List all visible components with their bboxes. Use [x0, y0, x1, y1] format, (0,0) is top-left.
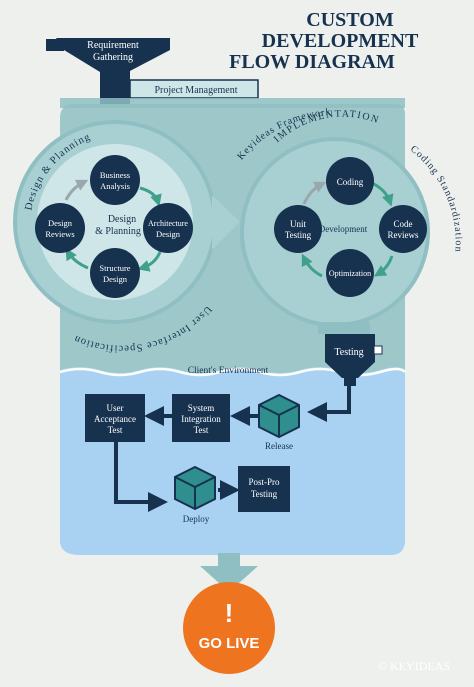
- node-business-analysis: Business Analysis: [90, 155, 140, 205]
- svg-text:Unit: Unit: [290, 219, 307, 229]
- svg-text:CUSTOM: CUSTOM: [306, 9, 394, 31]
- svg-text:Testing: Testing: [285, 230, 312, 240]
- node-architecture-design: Architecture Design: [143, 203, 193, 253]
- deploy-cube-icon: Deploy: [174, 465, 216, 524]
- node-code-reviews: Code Reviews: [379, 205, 427, 253]
- post-pro-testing-box: Post-Pro Testing: [238, 466, 290, 512]
- svg-text:Testing: Testing: [251, 489, 278, 499]
- requirement-label: Requirement: [87, 40, 139, 51]
- client-env-connectors: [114, 386, 351, 512]
- svg-text:DEVELOPMENT: DEVELOPMENT: [262, 30, 419, 52]
- svg-text:Architecture: Architecture: [148, 219, 188, 228]
- svg-text:Reviews: Reviews: [45, 229, 74, 239]
- svg-text:System: System: [188, 403, 215, 413]
- release-label: Release: [265, 441, 293, 451]
- testing-funnel: Testing: [318, 322, 383, 386]
- svg-text:Design: Design: [48, 218, 73, 228]
- svg-text:Analysis: Analysis: [100, 181, 130, 191]
- svg-text:Code: Code: [394, 219, 413, 229]
- node-structure-design: Structure Design: [90, 248, 140, 298]
- development-center: Development: [319, 224, 368, 234]
- design-planning-center: Design: [108, 214, 136, 225]
- svg-text:Integration: Integration: [181, 414, 221, 424]
- node-optimization: Optimization: [326, 249, 374, 297]
- svg-text:Design: Design: [103, 274, 128, 284]
- node-design-reviews: Design Reviews: [35, 203, 85, 253]
- svg-text:Optimization: Optimization: [329, 269, 371, 278]
- go-live-arrow: [200, 553, 258, 592]
- svg-text:User: User: [107, 403, 124, 413]
- svg-text:Gathering: Gathering: [93, 52, 133, 63]
- system-integration-test-box: System Integration Test: [172, 394, 230, 442]
- go-live-badge: ! GO LIVE: [183, 582, 275, 674]
- copyright: © KEYIDEAS: [378, 659, 450, 673]
- deploy-label: Deploy: [183, 514, 210, 524]
- user-acceptance-test-box: User Acceptance Test: [85, 394, 145, 442]
- svg-text:Post-Pro: Post-Pro: [248, 477, 280, 487]
- node-unit-testing: Unit Testing: [274, 205, 322, 253]
- svg-text:Structure: Structure: [99, 263, 130, 273]
- svg-text:Test: Test: [108, 425, 123, 435]
- svg-text:Coding: Coding: [337, 177, 364, 187]
- svg-text:& Planning: & Planning: [95, 226, 141, 237]
- svg-text:Business: Business: [100, 170, 130, 180]
- clients-environment-label: Client's Environment: [188, 366, 269, 376]
- svg-text:Test: Test: [194, 425, 209, 435]
- testing-label: Testing: [334, 347, 363, 358]
- node-coding: Coding: [326, 157, 374, 205]
- alert-icon: !: [225, 598, 234, 628]
- svg-text:FLOW DIAGRAM: FLOW DIAGRAM: [229, 51, 395, 73]
- svg-text:Design: Design: [156, 229, 181, 239]
- page-title: CUSTOM DEVELOPMENT FLOW DIAGRAM: [229, 9, 419, 73]
- svg-text:Reviews: Reviews: [388, 230, 419, 240]
- svg-text:Acceptance: Acceptance: [94, 414, 136, 424]
- project-management-tab: Project Management: [129, 79, 259, 99]
- go-live-label: GO LIVE: [199, 635, 260, 652]
- svg-text:Project Management: Project Management: [154, 85, 237, 96]
- release-cube-icon: Release: [258, 393, 300, 451]
